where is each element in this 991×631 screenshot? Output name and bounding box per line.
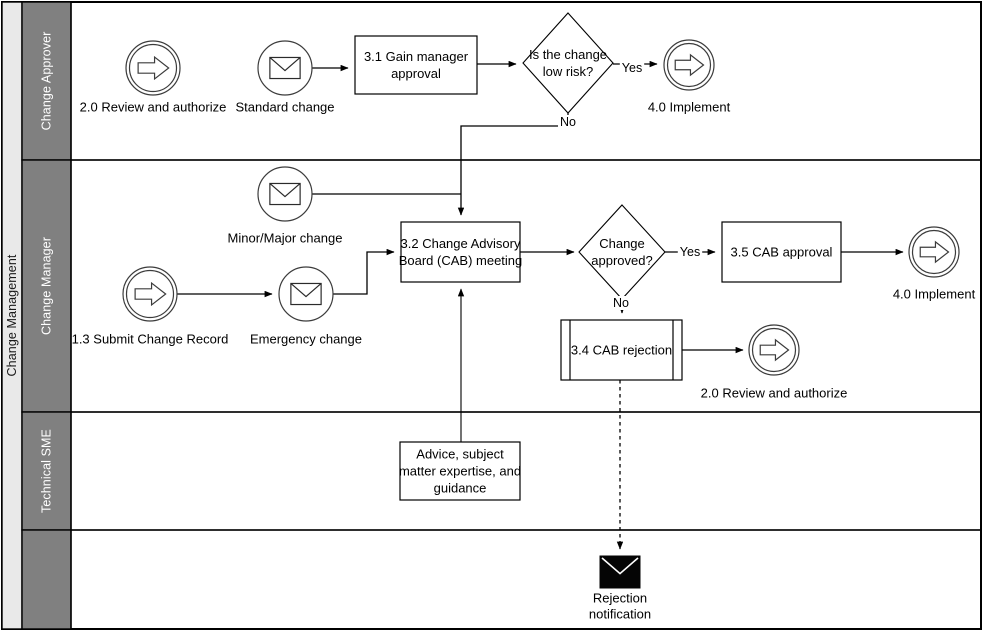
edge-label-backdrop	[611, 296, 632, 310]
arrow-right-icon	[137, 55, 170, 81]
edge-label-yes: Yes	[622, 61, 642, 75]
envelope-flap-icon	[269, 57, 301, 72]
node-collection: 2.0 Review and authorize Standard change 3…	[72, 12, 976, 622]
node-task-3-5[interactable]: 3.5 CAB approval	[721, 221, 842, 283]
lane-label: Technical SME	[40, 429, 54, 513]
envelope-icon	[269, 182, 301, 206]
gateway-label: low risk?	[543, 64, 594, 79]
message-event-caption: Emergency change	[250, 332, 362, 347]
envelope-flap-icon	[290, 283, 322, 298]
edge-label-yes: Yes	[680, 245, 700, 259]
gateway-label: approved?	[591, 253, 652, 268]
task-label: Board (CAB) meeting	[399, 253, 523, 268]
node-end-4-0-implement-mid[interactable]: 4.0 Implement	[893, 226, 976, 302]
node-note-advice[interactable]: Advice, subject matter expertise, and guid…	[399, 441, 521, 501]
envelope-flap-icon	[269, 183, 301, 198]
node-msg-emergency-change[interactable]: Emergency change	[250, 266, 362, 347]
task-box[interactable]	[721, 221, 842, 283]
task-label: Advice, subject	[416, 447, 504, 462]
edge-emergency-to-cab	[333, 248, 395, 295]
task-label: matter expertise, and	[399, 464, 521, 479]
lane-body	[70, 529, 982, 630]
task-label: 3.5 CAB approval	[731, 245, 833, 260]
pool-label: Change Management	[5, 254, 19, 376]
task-label: 3.1 Gain manager	[364, 49, 469, 64]
node-end-4-0-implement-top[interactable]: 4.0 Implement	[648, 39, 731, 115]
message-end-caption: notification	[589, 607, 651, 622]
subprocess-box[interactable]	[560, 319, 683, 381]
lane-label: Change Approver	[40, 32, 54, 131]
envelope-icon	[269, 56, 301, 80]
message-end-caption: Rejection	[593, 591, 647, 606]
event-caption: 4.0 Implement	[893, 287, 976, 302]
task-label: approval	[391, 66, 441, 81]
edge-label-backdrop	[677, 245, 703, 259]
gateway-label: Is the change	[529, 47, 607, 62]
arrow-right-icon	[134, 281, 167, 307]
edge-label-no: No	[613, 296, 629, 310]
gateway-label: Change	[599, 236, 645, 251]
task-box[interactable]	[354, 35, 478, 95]
edge-label-backdrop	[619, 61, 645, 75]
lane-header-band	[21, 529, 72, 630]
node-end-2-0-review-authorize-mid[interactable]: 2.0 Review and authorize	[701, 324, 848, 401]
event-caption: 2.0 Review and authorize	[701, 386, 848, 401]
task-box[interactable]	[400, 221, 521, 283]
edge-label-no: No	[560, 115, 576, 129]
node-end-2-0-review-authorize-top[interactable]: 2.0 Review and authorize	[80, 40, 227, 115]
arrow-right-icon	[674, 53, 705, 77]
node-start-1-3-submit[interactable]: 1.3 Submit Change Record	[72, 266, 229, 347]
event-caption: 1.3 Submit Change Record	[72, 332, 229, 347]
task-box[interactable]	[399, 441, 521, 501]
node-gw-change-approved[interactable]: Change approved?	[578, 204, 666, 300]
message-event-caption: Standard change	[235, 100, 334, 115]
node-msg-standard-change[interactable]: Standard change	[235, 40, 335, 115]
lane-header-band	[21, 1, 72, 161]
lane-label: Change Manager	[40, 237, 54, 335]
arrow-right-icon	[919, 240, 950, 264]
lane-unnamed-3	[21, 529, 982, 630]
edge-label-backdrop	[558, 115, 579, 129]
gateway-diamond[interactable]	[522, 12, 614, 114]
task-label: guidance	[434, 481, 487, 496]
message-event-caption: Minor/Major change	[228, 231, 343, 246]
envelope-filled-flap-icon	[601, 557, 639, 575]
arrow-right-icon	[759, 338, 790, 362]
subprocess-label: 3.4 CAB rejection	[571, 343, 672, 358]
node-gw-low-risk[interactable]: Is the change low risk?	[522, 12, 614, 114]
node-msg-minor-major-change[interactable]: Minor/Major change	[228, 166, 343, 246]
node-task-3-4[interactable]: 3.4 CAB rejection	[560, 319, 683, 381]
event-caption: 2.0 Review and authorize	[80, 100, 227, 115]
envelope-icon	[290, 282, 322, 306]
task-label: 3.2 Change Advisory	[401, 236, 521, 251]
event-caption: 4.0 Implement	[648, 100, 731, 115]
node-task-3-1[interactable]: 3.1 Gain manager approval	[354, 35, 478, 95]
